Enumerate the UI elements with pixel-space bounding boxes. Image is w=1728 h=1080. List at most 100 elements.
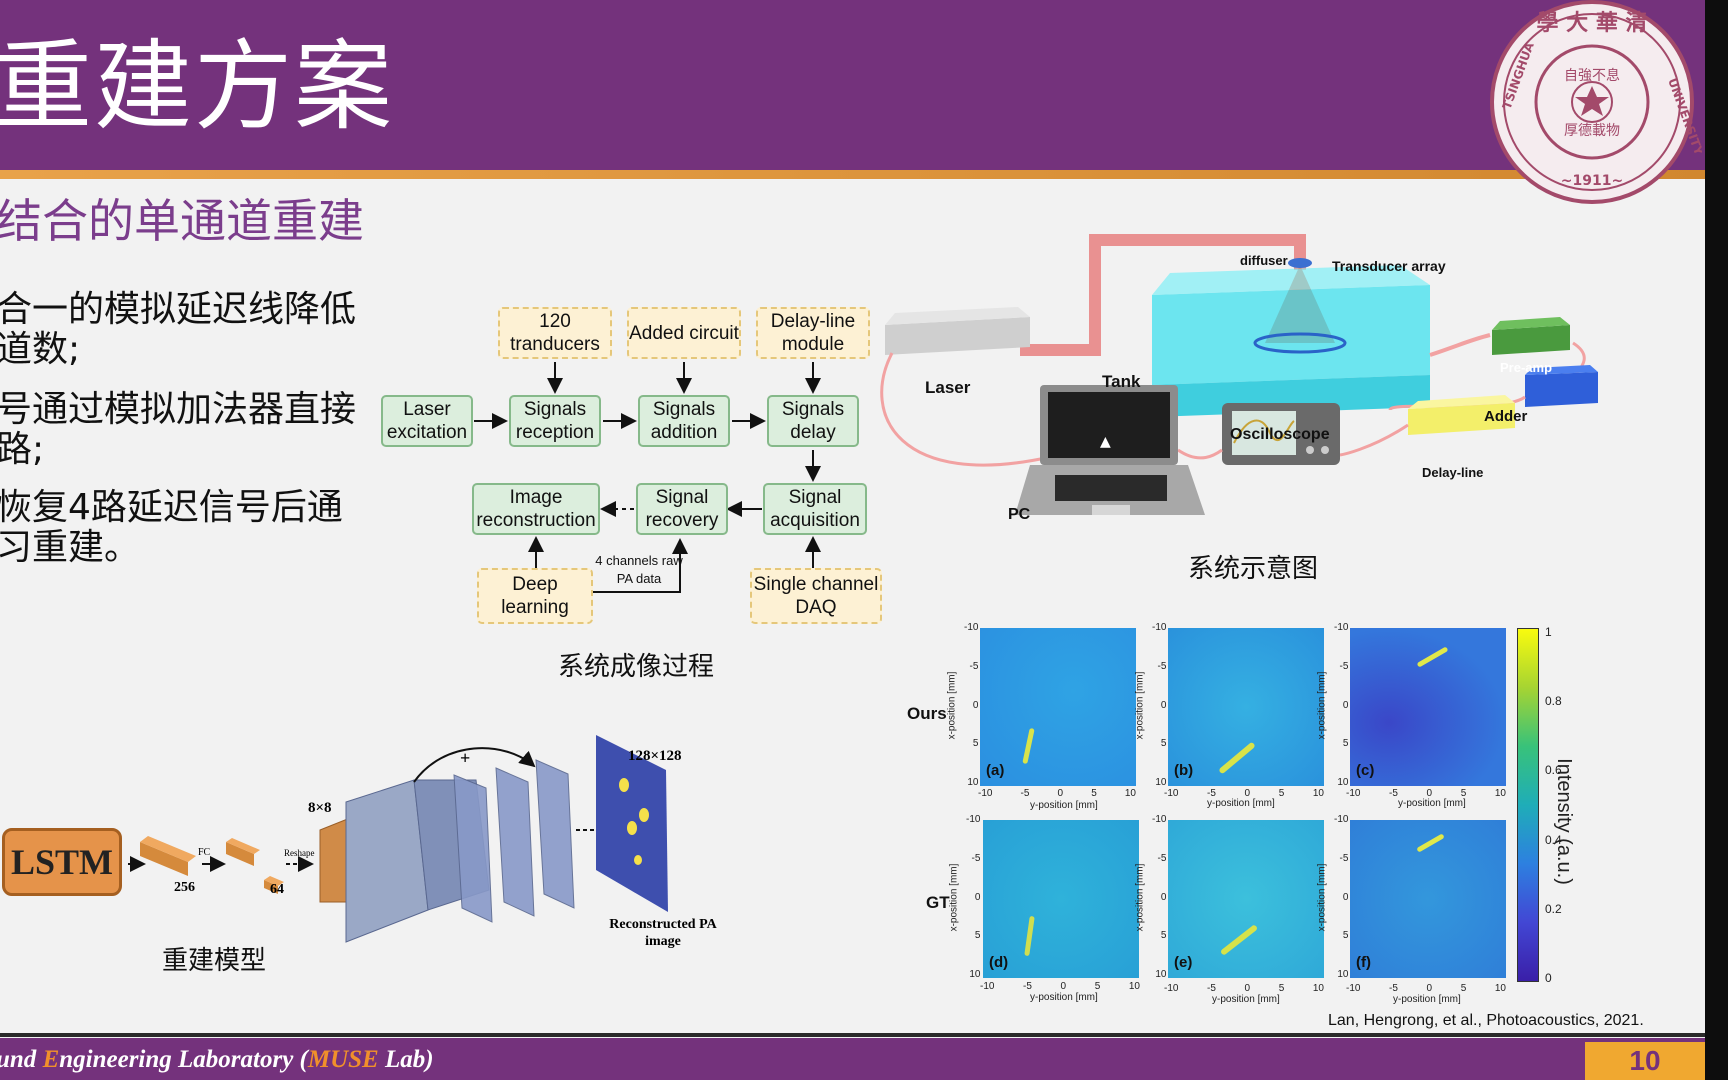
tick: -10: [1346, 983, 1361, 994]
panel-f-label: (f): [1356, 954, 1371, 971]
tick: -10: [964, 622, 979, 633]
tick: 0: [1342, 699, 1349, 711]
row-label-ours: Ours: [907, 704, 947, 723]
heatmap-c: (c): [1350, 628, 1506, 786]
bullet-2-line-1: 号通过模拟加法器直接: [0, 389, 357, 430]
tick: 0: [1244, 983, 1251, 994]
footer-text-1: und: [0, 1046, 43, 1073]
heatmap-b: (b): [1168, 628, 1324, 786]
tick: 5: [1160, 930, 1167, 942]
xlabel-a: y-position [mm]: [1030, 800, 1098, 811]
label-oscilloscope: Oscilloscope: [1230, 426, 1330, 443]
bullet-2: 号通过模拟加法器直接 路;: [0, 390, 356, 470]
flow-note-raw-data: 4 channels raw PA data: [595, 553, 683, 586]
label-laser: Laser: [925, 378, 971, 397]
lstm-block: LSTM: [2, 828, 122, 896]
tick: -5: [1023, 981, 1032, 992]
colorbar-tick: 0.2: [1545, 901, 1562, 916]
row-label-gt: GT: [926, 893, 950, 912]
ylabel-b: x-position [mm]: [1134, 671, 1146, 740]
box-delay-line-module: Delay-line module: [756, 307, 870, 359]
ylabel-e: x-position [mm]: [1134, 863, 1146, 932]
colorbar-ticks: 1 0.8 0.6 0.4 0.2 0: [1545, 625, 1562, 985]
tick: -10: [980, 981, 995, 992]
page-number: 10: [1585, 1042, 1705, 1080]
tick: -5: [1157, 660, 1167, 672]
colorbar-tick: 0.8: [1545, 694, 1562, 709]
box-signal-acquisition: Signal acquisition: [763, 483, 867, 535]
window-edge: [1705, 0, 1728, 1080]
label-preamp: Pre-amp: [1500, 360, 1553, 375]
tick: -5: [971, 852, 981, 864]
tick: 10: [1337, 969, 1349, 980]
model-diagram: [128, 735, 668, 943]
footer-bar: [0, 1038, 1705, 1080]
box-signal-recovery: Signal recovery: [636, 483, 728, 535]
tick: 0: [1160, 891, 1167, 903]
output-size-label: 128×128: [628, 748, 682, 764]
tick: -10: [1164, 788, 1179, 799]
tick: 10: [1312, 983, 1324, 994]
label-tank: Tank: [1102, 372, 1141, 391]
citation: Lan, Hengrong, et al., Photoacoustics, 2…: [1328, 1012, 1644, 1029]
flow-caption: 系统成像过程: [558, 652, 715, 682]
dim-64-label: 64: [270, 882, 284, 897]
ylabel-f: x-position [mm]: [1316, 863, 1328, 932]
tick: -5: [1207, 788, 1216, 799]
tick: -10: [1346, 788, 1361, 799]
tick: 5: [1094, 981, 1101, 992]
footer-text-2: ngineering Laboratory (: [59, 1046, 308, 1073]
bullet-3-line-1: 恢复4路延迟信号后通: [0, 487, 343, 528]
tick: 5: [1460, 983, 1467, 994]
bullet-2-line-2: 路;: [0, 429, 45, 470]
tick: 0: [974, 891, 981, 903]
panel-a-label: (a): [986, 762, 1005, 779]
tick: 0: [1057, 788, 1064, 799]
tick: 0: [1160, 699, 1167, 711]
tick: -5: [969, 660, 979, 672]
ylabel-c: x-position [mm]: [1316, 671, 1328, 740]
xlabel-d: y-position [mm]: [1030, 992, 1098, 1003]
tick: 0: [972, 699, 979, 711]
bullet-3-line-2: 习重建。: [0, 527, 141, 568]
panel-d-label: (d): [989, 954, 1009, 971]
reshape-label: Reshape: [284, 848, 315, 858]
label-pc: PC: [1008, 506, 1031, 523]
footer-text-muse: MUSE: [307, 1046, 379, 1073]
box-single-channel-daq: Single channel DAQ: [750, 568, 882, 624]
tick: 0: [1342, 891, 1349, 903]
tick: 0: [1060, 981, 1067, 992]
tick: -5: [1020, 788, 1030, 799]
output-label: Reconstructed PA image: [609, 917, 717, 949]
ylabel-d: x-position [mm]: [948, 863, 960, 932]
panel-b-label: (b): [1174, 762, 1194, 779]
header-bar: [0, 0, 1705, 172]
footer-text-e: E: [42, 1046, 60, 1073]
tick: 5: [1342, 738, 1349, 750]
tick: 5: [1278, 788, 1285, 799]
bullet-3: 恢复4路延迟信号后通 习重建。: [0, 488, 343, 568]
svg-text:~1911~: ~1911~: [1561, 173, 1623, 189]
box-signals-addition: Signals addition: [638, 395, 730, 447]
tick: -5: [1389, 983, 1398, 994]
tick: -10: [1334, 622, 1349, 633]
tick: -10: [1152, 814, 1167, 825]
model-caption: 重建模型: [162, 946, 267, 976]
bullet-1-line-2: 道数;: [0, 329, 81, 370]
tick: 10: [1128, 981, 1140, 992]
tick: 5: [1160, 738, 1167, 750]
xlabel-f: y-position [mm]: [1393, 994, 1461, 1005]
heatmap-a: (a): [980, 628, 1136, 786]
dim-256-label: 256: [174, 880, 195, 895]
xlabel-b: y-position [mm]: [1207, 798, 1275, 809]
mouse-cursor-icon: ▲: [1100, 434, 1111, 450]
tick: 5: [1342, 930, 1349, 942]
label-delay-line: Delay-line: [1422, 465, 1484, 480]
heatmap-e: (e): [1168, 820, 1324, 978]
